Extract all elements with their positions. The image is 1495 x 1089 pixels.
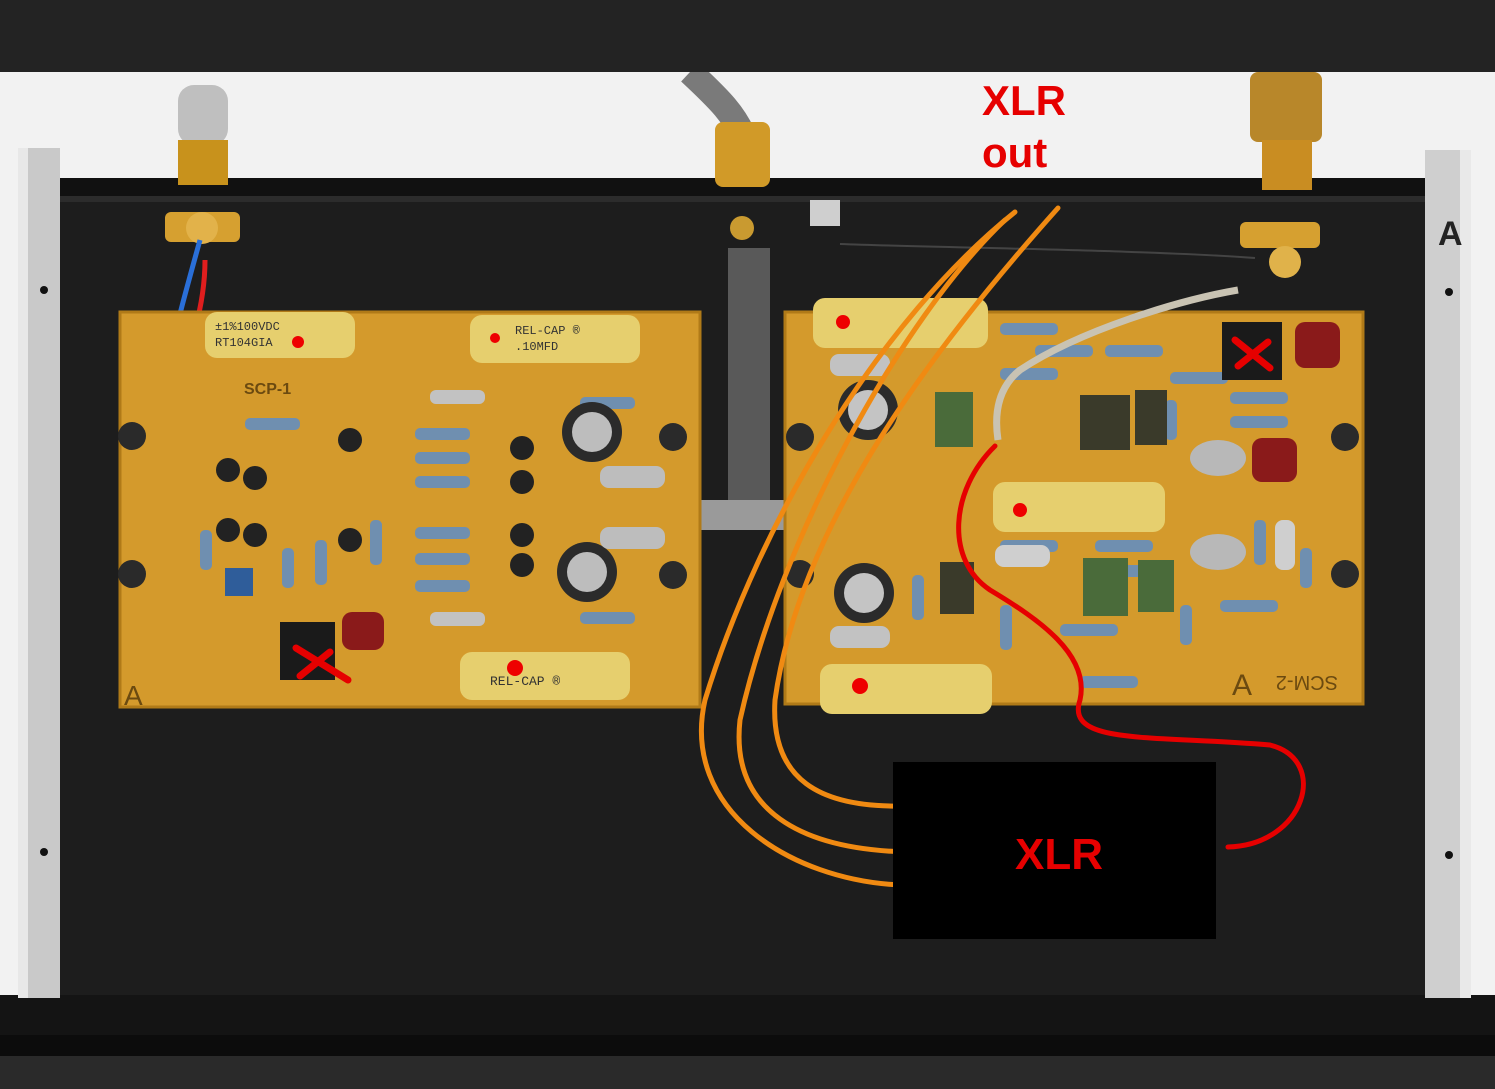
back-panel: [55, 178, 1440, 200]
svg-text:±1%100VDC: ±1%100VDC: [215, 320, 280, 334]
rca-jack-left: [165, 85, 240, 244]
svg-text:REL-CAP ®: REL-CAP ®: [490, 674, 560, 689]
svg-text:A: A: [124, 680, 143, 711]
svg-text:A: A: [1232, 669, 1252, 702]
amplifier-photo: A: [0, 72, 1495, 1056]
front-panel: [0, 995, 1495, 1035]
rca-jack-center: [715, 122, 840, 240]
grey-wire: [993, 286, 1239, 441]
red-annotation-wire: [956, 443, 1306, 850]
top-letterbox: [0, 0, 1495, 72]
orange-wires: [698, 205, 1061, 888]
xlr-out-label-line2: out: [982, 129, 1048, 176]
svg-text:RT104GIA: RT104GIA: [215, 336, 273, 350]
chassis-illustration: A: [0, 72, 1495, 1056]
bottom-letterbox: [0, 1056, 1495, 1089]
svg-text:REL-CAP ®: REL-CAP ®: [515, 324, 581, 338]
pcb-left: ±1%100VDC RT104GIA REL-CAP ® .10MFD REL-…: [118, 310, 702, 711]
xlr-box-label: XLR: [1015, 830, 1103, 879]
rail-mark: A: [1438, 215, 1463, 253]
red-x-left: [292, 644, 352, 684]
svg-text:SCM-2: SCM-2: [1276, 671, 1338, 693]
rca-jack-right: [1240, 72, 1322, 278]
xlr-out-label-line1: XLR: [982, 77, 1066, 124]
pcb-right: SCM-2 A: [783, 298, 1365, 714]
red-x-right: [1231, 336, 1274, 372]
svg-text:SCP-1: SCP-1: [244, 381, 291, 398]
wire-harness: [728, 248, 770, 508]
xlr-box: [893, 762, 1216, 939]
svg-text:.10MFD: .10MFD: [515, 340, 558, 354]
